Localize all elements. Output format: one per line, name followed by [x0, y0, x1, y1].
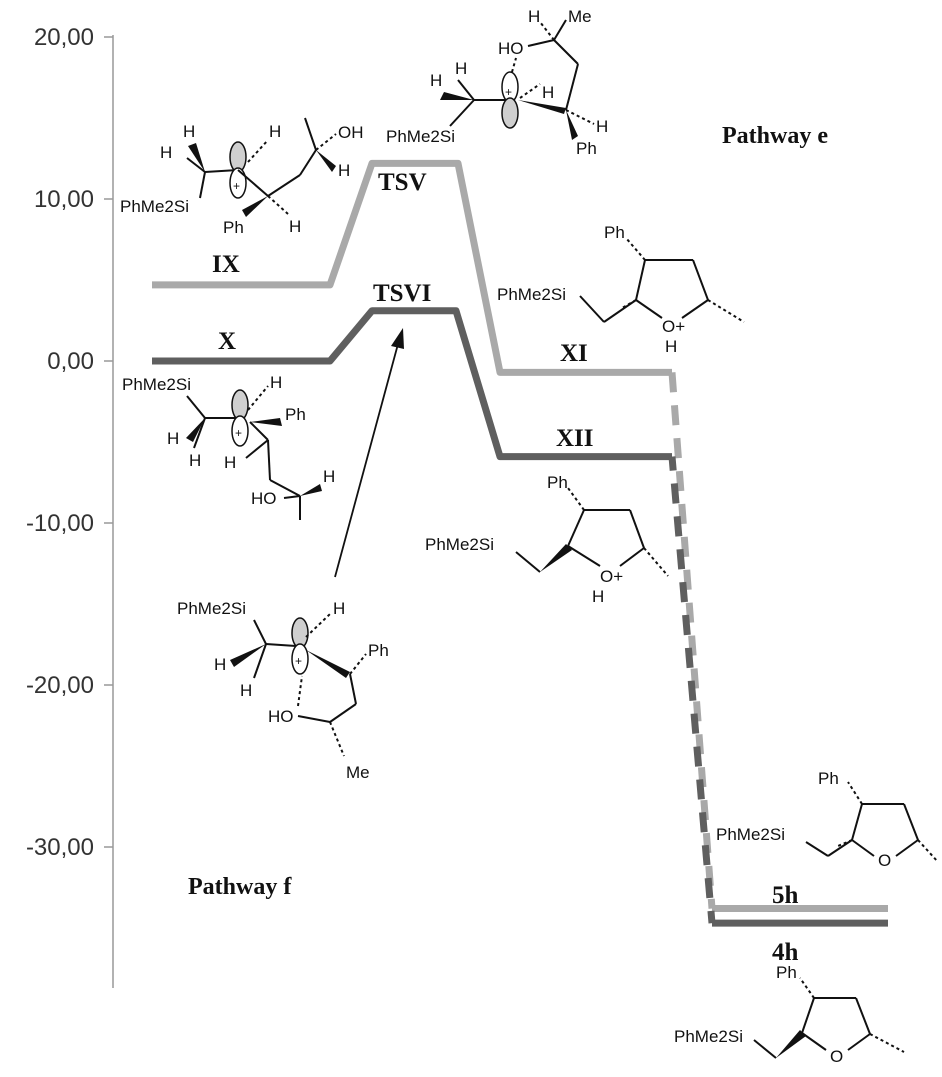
- svg-text:PhMe2Si: PhMe2Si: [497, 285, 566, 304]
- svg-text:+: +: [505, 85, 512, 99]
- structure-x: PhMe2Si H H + H Ph H HO H: [122, 373, 335, 520]
- svg-text:H: H: [430, 71, 442, 90]
- svg-text:Ph: Ph: [818, 769, 839, 788]
- label-xi: XI: [560, 340, 588, 367]
- svg-text:PhMe2Si: PhMe2Si: [674, 1027, 743, 1046]
- svg-text:O+: O+: [662, 317, 685, 336]
- svg-text:PhMe2Si: PhMe2Si: [177, 599, 246, 618]
- svg-text:H: H: [269, 122, 281, 141]
- label-5h: 5h: [772, 882, 799, 909]
- svg-text:Ph: Ph: [776, 963, 797, 982]
- svg-text:HO: HO: [251, 489, 277, 508]
- svg-text:H: H: [338, 161, 350, 180]
- svg-text:H: H: [323, 467, 335, 486]
- svg-text:H: H: [167, 429, 179, 448]
- svg-text:Ph: Ph: [604, 223, 625, 242]
- svg-text:H: H: [189, 451, 201, 470]
- svg-text:HO: HO: [498, 39, 524, 58]
- svg-text:Me: Me: [568, 7, 592, 26]
- svg-text:Ph: Ph: [285, 405, 306, 424]
- structure-xii: PhMe2Si Ph O+ H: [425, 473, 669, 606]
- structure-ix: H H PhMe2Si + H Ph H OH H: [120, 117, 364, 237]
- svg-text:H: H: [528, 7, 540, 26]
- svg-text:PhMe2Si: PhMe2Si: [716, 825, 785, 844]
- y-tick-label-1: 10,00: [34, 186, 94, 213]
- svg-text:H: H: [214, 655, 226, 674]
- svg-text:Ph: Ph: [547, 473, 568, 492]
- svg-text:HO: HO: [268, 707, 294, 726]
- svg-text:H: H: [455, 59, 467, 78]
- structure-5h: PhMe2Si Ph O: [716, 769, 939, 870]
- y-axis: 20,00 10,00 0,00 -10,00 -20,00 -30,00: [26, 24, 114, 988]
- svg-text:Ph: Ph: [368, 641, 389, 660]
- pathway-f-dashed-connector: [668, 456, 716, 924]
- svg-text:Ph: Ph: [576, 139, 597, 158]
- label-x: X: [218, 328, 236, 355]
- svg-text:Me: Me: [346, 763, 370, 782]
- y-tick-label-2: 0,00: [47, 348, 94, 375]
- svg-text:+: +: [295, 654, 302, 668]
- svg-text:OH: OH: [338, 123, 364, 142]
- svg-text:H: H: [333, 599, 345, 618]
- svg-text:Ph: Ph: [223, 218, 244, 237]
- pathway-e-profile-line: [152, 159, 672, 376]
- label-tsvi: TSVI: [373, 280, 431, 307]
- arrow-to-tsvi: [334, 328, 404, 578]
- svg-text:PhMe2Si: PhMe2Si: [425, 535, 494, 554]
- svg-text:PhMe2Si: PhMe2Si: [120, 197, 189, 216]
- label-xii: XII: [556, 425, 594, 452]
- y-tick-label-4: -20,00: [26, 672, 94, 699]
- svg-text:H: H: [270, 373, 282, 392]
- structure-tsvi: PhMe2Si H H + H Ph HO Me: [177, 599, 389, 782]
- svg-text:O+: O+: [600, 567, 623, 586]
- pathway-f-label: Pathway f: [188, 874, 292, 900]
- svg-text:H: H: [665, 337, 677, 356]
- label-4h: 4h: [772, 939, 799, 966]
- svg-text:H: H: [592, 587, 604, 606]
- svg-text:H: H: [183, 122, 195, 141]
- pathway-f-profile-line: [152, 307, 672, 461]
- svg-text:H: H: [596, 117, 608, 136]
- label-tsv: TSV: [378, 169, 427, 196]
- structure-4h: PhMe2Si Ph O: [674, 963, 905, 1066]
- svg-text:H: H: [160, 143, 172, 162]
- svg-text:H: H: [224, 453, 236, 472]
- y-tick-label-3: -10,00: [26, 510, 94, 537]
- y-tick-label-5: -30,00: [26, 834, 94, 861]
- svg-text:O: O: [830, 1047, 843, 1066]
- svg-text:H: H: [542, 83, 554, 102]
- svg-text:+: +: [233, 179, 240, 193]
- structure-tsv: H H PhMe2Si + HO H Me H H Ph: [386, 7, 608, 158]
- svg-text:H: H: [289, 217, 301, 236]
- pathway-e-label: Pathway e: [722, 123, 828, 149]
- svg-text:O: O: [878, 851, 891, 870]
- label-ix: IX: [212, 251, 240, 278]
- structure-xi: PhMe2Si Ph O+ H: [497, 223, 745, 356]
- svg-text:H: H: [240, 681, 252, 700]
- svg-text:PhMe2Si: PhMe2Si: [386, 127, 455, 146]
- svg-text:PhMe2Si: PhMe2Si: [122, 375, 191, 394]
- y-tick-label-0: 20,00: [34, 24, 94, 51]
- svg-text:+: +: [235, 426, 242, 440]
